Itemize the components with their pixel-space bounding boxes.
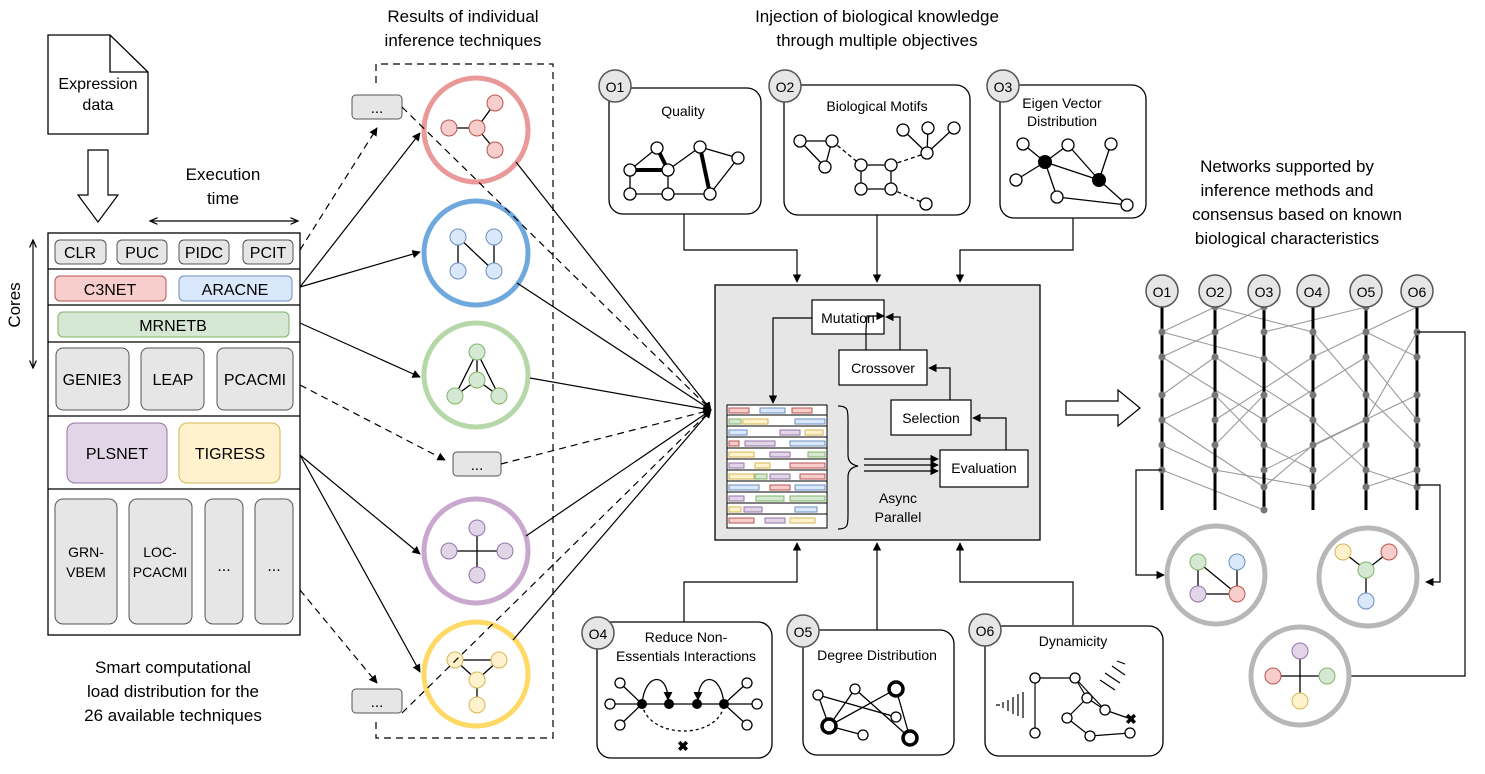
- consensus-tag-o1: O1: [1153, 284, 1172, 300]
- consensus-tag-o4: O4: [1304, 284, 1323, 300]
- o4-title-line2: Essentials Interactions: [616, 648, 756, 664]
- result-network-purple: [421, 496, 531, 606]
- technique-aracne: ARACNE: [202, 282, 269, 299]
- execution-time-line2: time: [207, 189, 239, 208]
- o3-title-line1: Eigen Vector: [1022, 95, 1102, 111]
- techniques-table: CLR PUC PIDC PCIT C3NET ARACNE MRNETB GE…: [47, 232, 301, 636]
- o5-tag: O5: [794, 624, 813, 640]
- consensus-tag-o6: O6: [1408, 284, 1427, 300]
- objective-o2-biological-motifs: O2 Biological Motifs: [768, 69, 971, 216]
- objective-o3-eigen-vector: O3 Eigen Vector Distribution: [986, 69, 1147, 219]
- o2-title: Biological Motifs: [826, 98, 927, 114]
- injection-title-line2: through multiple objectives: [776, 31, 977, 50]
- technique-clr: CLR: [64, 245, 96, 262]
- ga-selection: Selection: [902, 410, 960, 426]
- objectives-bottom-connectors: [683, 542, 1074, 630]
- o3-title-line2: Distribution: [1027, 113, 1097, 129]
- technique-loc-pcacmi-line2: PCACMI: [133, 564, 187, 580]
- technique-puc: PUC: [125, 245, 159, 262]
- right-arrow-icon: [1065, 388, 1141, 428]
- ellipsis-box-top: ...: [351, 94, 403, 120]
- objective-o6-dynamicity: O6 Dynamicity ✖: [968, 613, 1164, 757]
- o3-tag: O3: [994, 79, 1013, 95]
- doc-label-line2: data: [82, 97, 113, 114]
- ga-crossover: Crossover: [851, 360, 915, 376]
- output-network-2: [1316, 525, 1420, 629]
- ga-mutation: Mutation: [821, 310, 875, 326]
- ga-evaluation: Evaluation: [951, 460, 1016, 476]
- results-title-line2: inference techniques: [385, 31, 542, 50]
- networks-title-line1: Networks supported by: [1200, 157, 1374, 176]
- caption-line2: load distribution for the: [87, 682, 259, 701]
- o2-tag: O2: [776, 79, 795, 95]
- consensus-tag-o3: O3: [1255, 284, 1274, 300]
- results-title-line1: Results of individual: [387, 7, 538, 26]
- technique-more-2: ...: [267, 558, 280, 575]
- result-network-green: [421, 320, 531, 430]
- ellipsis-box-bottom: ...: [351, 688, 403, 714]
- result-network-yellow: [421, 619, 531, 729]
- o1-title: Quality: [661, 103, 705, 119]
- technique-tigress: TIGRESS: [195, 446, 265, 463]
- consensus-tag-o2: O2: [1206, 284, 1225, 300]
- objective-o5-degree-distribution: O5 Degree Distribution: [786, 614, 955, 756]
- table-to-results-connectors: [299, 127, 446, 684]
- objectives-top-connectors: [683, 214, 1074, 283]
- async-line2: Parallel: [875, 509, 922, 525]
- consensus-network: O1 O2 O3 O4 O5 O6: [1135, 274, 1466, 681]
- technique-pcacmi: PCACMI: [224, 372, 286, 389]
- caption-line3: 26 available techniques: [84, 706, 262, 725]
- technique-mrnetb: MRNETB: [139, 318, 207, 335]
- consensus-tag-o5: O5: [1357, 284, 1376, 300]
- o4-tag: O4: [589, 626, 608, 642]
- brace: [837, 405, 859, 530]
- execution-time-line1: Execution: [186, 165, 261, 184]
- o6-tag: O6: [976, 623, 995, 639]
- population-grid: [726, 404, 828, 529]
- svg-text:...: ...: [371, 100, 384, 117]
- down-arrow-icon: [76, 149, 120, 224]
- o1-tag: O1: [606, 79, 625, 95]
- o4-title-line1: Reduce Non-: [645, 629, 728, 645]
- result-network-red: [421, 75, 531, 185]
- technique-pcit: PCIT: [250, 245, 287, 262]
- output-network-3: [1248, 624, 1352, 728]
- genetic-algorithm-box: Mutation Crossover Selection Evaluation …: [714, 284, 1041, 541]
- async-line1: Async: [879, 490, 917, 506]
- technique-grn-vbem-line1: GRN-: [68, 544, 104, 560]
- technique-grn-vbem-line2: VBEM: [66, 564, 106, 580]
- o5-title: Degree Distribution: [817, 647, 937, 663]
- caption-line1: Smart computational: [95, 658, 251, 677]
- o6-title: Dynamicity: [1039, 633, 1107, 649]
- injection-title-line1: Injection of biological knowledge: [755, 7, 999, 26]
- networks-title-line3: consensus based on known: [1192, 205, 1402, 224]
- o4-cross-icon: ✖: [677, 738, 689, 754]
- networks-title-line2: inference methods and: [1201, 181, 1374, 200]
- cores-label: Cores: [5, 282, 24, 327]
- technique-more-1: ...: [217, 558, 230, 575]
- technique-genie3: GENIE3: [63, 372, 122, 389]
- expression-data-document: Expression data: [47, 34, 149, 135]
- results-bracket: [375, 63, 554, 739]
- objective-o1-quality: O1 Quality: [598, 69, 762, 215]
- o6-cross-icon: ✖: [1125, 711, 1137, 727]
- svg-text:...: ...: [371, 694, 384, 711]
- result-network-blue: [421, 198, 531, 308]
- networks-title-line4: biological characteristics: [1195, 229, 1379, 248]
- doc-label-line1: Expression: [58, 76, 137, 93]
- technique-plsnet: PLSNET: [86, 446, 148, 463]
- technique-loc-pcacmi-line1: LOC-: [143, 544, 177, 560]
- objective-o4-reduce-non-essentials: O4 Reduce Non- Essentials Interactions ✖: [581, 616, 773, 759]
- results-to-ga-connectors: [401, 106, 712, 714]
- technique-pidc: PIDC: [185, 245, 223, 262]
- technique-c3net: C3NET: [84, 282, 137, 299]
- svg-text:...: ...: [471, 457, 484, 474]
- ellipsis-box-middle: ...: [452, 451, 502, 477]
- technique-leap: LEAP: [153, 372, 194, 389]
- output-network-1: [1164, 523, 1268, 627]
